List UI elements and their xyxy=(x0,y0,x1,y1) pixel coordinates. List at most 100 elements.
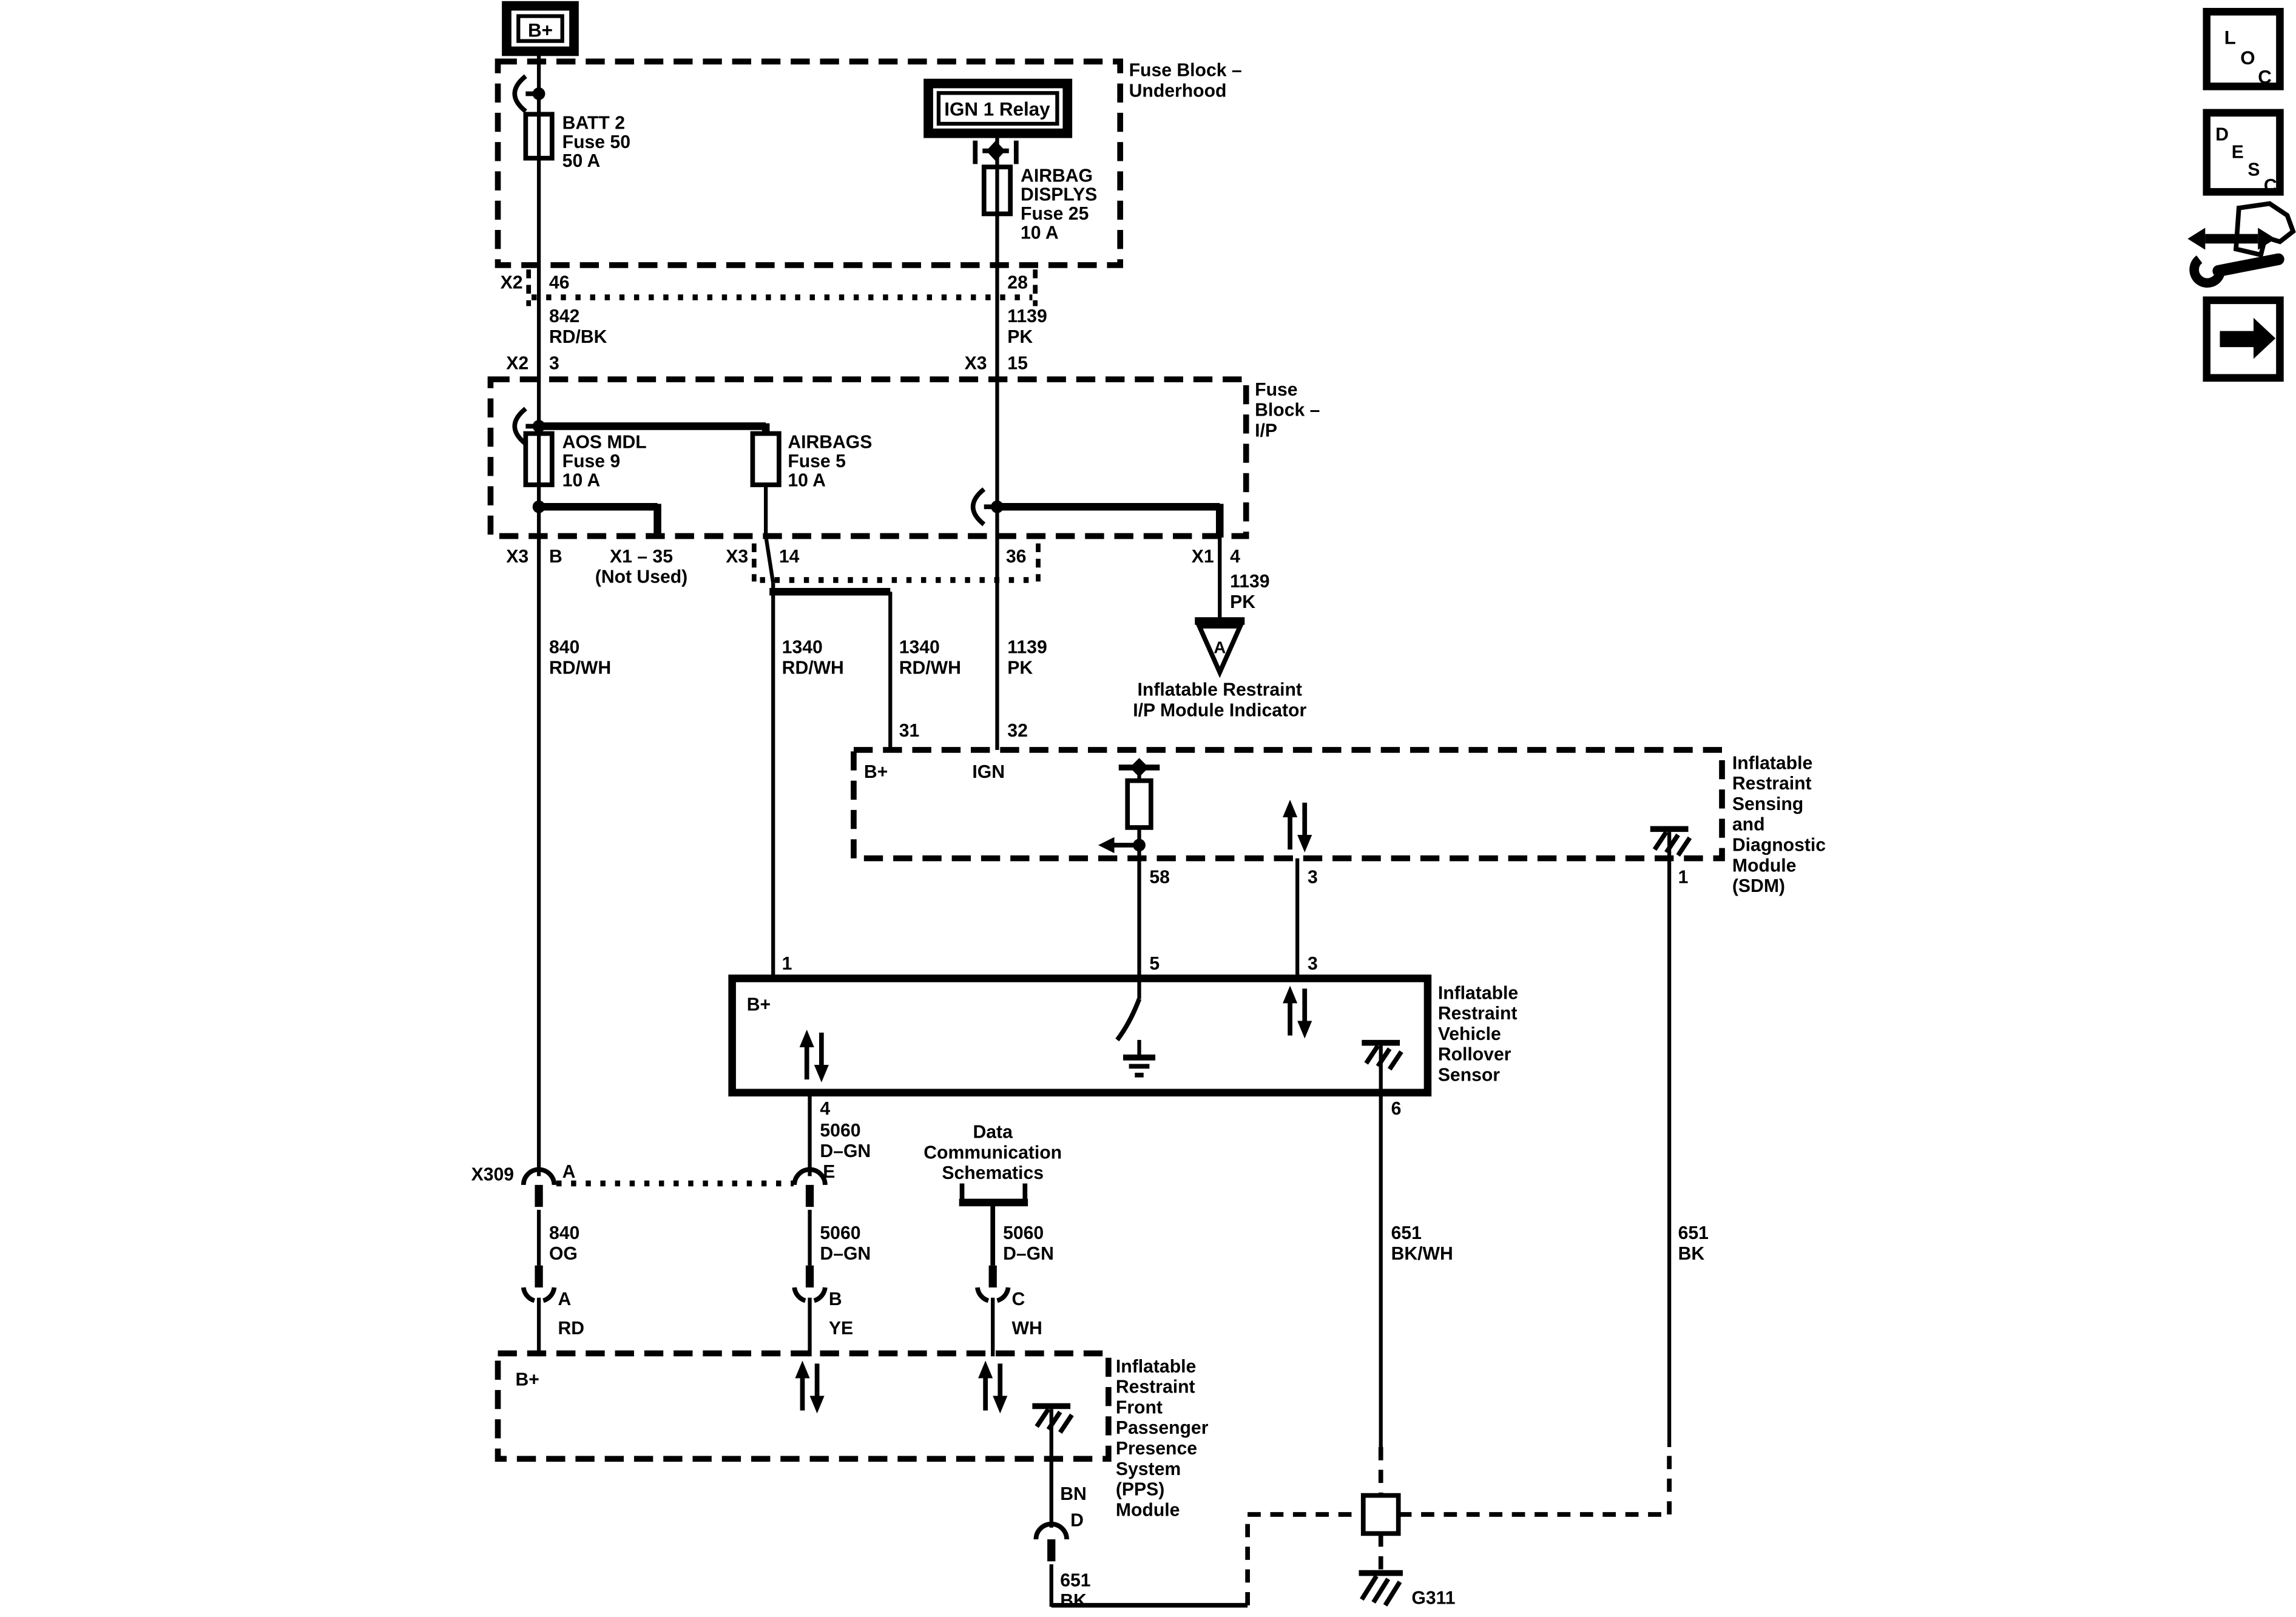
pps-title-5: Presence xyxy=(1116,1439,1197,1459)
loc-letter-c: C xyxy=(2258,67,2272,88)
data-communication-ref: Data Communication Schematics 5060 D–GN … xyxy=(923,1122,1062,1357)
ground-junction-block xyxy=(1360,1493,1401,1536)
wire-840og-color: OG xyxy=(549,1244,578,1264)
wire-651bk-num: 651 xyxy=(1678,1223,1709,1243)
pin-x1-35-note: (Not Used) xyxy=(595,567,687,587)
wire-1139-mid-num: 1139 xyxy=(1007,638,1047,658)
fuse-airbag-amps: 10 A xyxy=(1021,223,1059,243)
pin-roll-5: 5 xyxy=(1149,954,1160,974)
fuse-aos-name: AOS MDL xyxy=(562,433,647,453)
inline-connector-icon xyxy=(794,1266,825,1301)
wire-1340b-color: RD/WH xyxy=(899,658,961,678)
fuse-airbags-name: AIRBAGS xyxy=(788,433,872,453)
updown-arrows-icon xyxy=(1283,986,1312,1039)
rollover-title-2: Restraint xyxy=(1438,1004,1518,1024)
pin-32: 32 xyxy=(1007,721,1028,741)
pin-b-conn: B xyxy=(829,1289,842,1309)
pin-28: 28 xyxy=(1007,273,1028,293)
rollover-title-4: Rollover xyxy=(1438,1045,1511,1065)
x309-connector: X309 A 840 OG A RD xyxy=(471,1162,794,1357)
pin-x3-15: X3 xyxy=(965,353,987,373)
pin-x1-4: X1 xyxy=(1192,547,1214,567)
pps-title-2: Restraint xyxy=(1116,1377,1195,1397)
ground-distribution: G311 xyxy=(1051,1447,1672,1608)
inline-connector-icon xyxy=(1036,1524,1067,1562)
fuse-airbag-displys: AIRBAG DISPLYS Fuse 25 10 A xyxy=(981,164,1097,243)
wire-651bk-color: BK xyxy=(1678,1244,1705,1264)
rollover-title-3: Vehicle xyxy=(1438,1024,1501,1044)
pin-roll-3: 3 xyxy=(1308,954,1318,974)
wire-1340b-num: 1340 xyxy=(899,638,940,658)
pps-title-7: (PPS) xyxy=(1116,1480,1164,1500)
fuse-airbags: AIRBAGS Fuse 5 10 A xyxy=(750,431,872,490)
pin-x3-14: X3 xyxy=(726,547,748,567)
fuse-airbags-amps: 10 A xyxy=(788,470,826,490)
inline-connector-icon xyxy=(524,1266,555,1301)
wire-5060b-num: 5060 xyxy=(820,1223,860,1243)
next-page-button[interactable] xyxy=(2203,296,2284,382)
pps-module: B+ Inflatable Restraint Front Passenger … xyxy=(495,1350,1209,1611)
inline-connector-icon xyxy=(977,1266,1008,1301)
diagnostic-tools-button[interactable] xyxy=(2187,201,2296,288)
loc-button[interactable]: L O C xyxy=(2203,8,2284,90)
sdm-ign-label: IGN xyxy=(972,762,1005,782)
pin-sdm-1: 1 xyxy=(1678,868,1689,888)
wire-651bkwh-num: 651 xyxy=(1391,1223,1422,1243)
wire-rd-color: RD xyxy=(558,1318,584,1338)
desc-button[interactable]: D E S C xyxy=(2203,109,2284,196)
wire-842-color: RD/BK xyxy=(549,327,607,347)
pin-roll-1: 1 xyxy=(782,954,792,974)
b-plus-terminal: B+ xyxy=(502,1,579,56)
sdm-title-5: Diagnostic xyxy=(1732,836,1826,856)
mid-wires: 840 RD/WH 1340 RD/WH 1340 RD/WH 1139 PK … xyxy=(549,536,1306,979)
wire-1139-mid-color: PK xyxy=(1007,658,1033,678)
tap-hook-icon xyxy=(973,489,984,524)
updown-arrows-icon xyxy=(795,1361,824,1414)
wire-5060e-num: 5060 xyxy=(820,1121,860,1141)
pin-d: D xyxy=(1070,1510,1084,1530)
indicator-label-line2: I/P Module Indicator xyxy=(1133,700,1306,720)
pin-15: 15 xyxy=(1007,353,1028,373)
ip-title-line3: I/P xyxy=(1255,420,1277,441)
fuse-aos-mdl: AOS MDL Fuse 9 10 A xyxy=(523,431,647,490)
nav-rail: L O C D E S C xyxy=(2187,8,2296,382)
pin-x3-b: X3 xyxy=(506,547,528,567)
pin-x2-top: X2 xyxy=(501,273,523,293)
pin-14: 14 xyxy=(779,547,800,567)
wire-651bk-bot-color: BK xyxy=(1060,1591,1087,1611)
ground-wires: 651 BK/WH 651 BK xyxy=(1391,1223,1709,1264)
wire-651bk-bot-num: 651 xyxy=(1060,1570,1090,1590)
pin-c-conn: C xyxy=(1012,1289,1025,1309)
updown-arrows-icon xyxy=(978,1361,1007,1414)
wire-840og-num: 840 xyxy=(549,1223,579,1243)
x309-label: X309 xyxy=(471,1165,514,1185)
pin-31: 31 xyxy=(899,721,920,741)
connector-row-underhood: X2 46 28 842 RD/BK 1139 PK X2 3 X3 15 xyxy=(501,269,1047,373)
wire-wh-color: WH xyxy=(1012,1318,1042,1338)
offpage-bracket-icon xyxy=(959,1183,1028,1207)
updown-arrows-icon xyxy=(1283,800,1312,852)
sdm-title-2: Restraint xyxy=(1732,774,1812,794)
wire-842-num: 842 xyxy=(549,306,579,326)
pin-4-ip: 4 xyxy=(1230,547,1240,567)
sdm-resistor-icon xyxy=(1098,758,1160,979)
fuse-batt2-num: Fuse 50 xyxy=(562,132,630,152)
sdm-title-4: and xyxy=(1732,815,1765,835)
fuse-airbags-num: Fuse 5 xyxy=(788,451,846,471)
pin-a-top: A xyxy=(562,1162,576,1182)
g311-label: G311 xyxy=(1411,1588,1455,1608)
rollover-title-1: Inflatable xyxy=(1438,983,1518,1003)
datacomm-line3: Schematics xyxy=(942,1163,1044,1183)
pointer-outline-icon xyxy=(2233,201,2296,258)
underhood-title-line1: Fuse Block – xyxy=(1129,61,1242,81)
right-arrow-icon xyxy=(2220,331,2254,348)
pin-b: B xyxy=(549,547,562,567)
wire-1139-ind-num: 1139 xyxy=(1230,572,1269,592)
pin-58: 58 xyxy=(1149,868,1170,888)
ip-title-line2: Block – xyxy=(1255,400,1320,420)
fuse-airbag-name1: AIRBAG xyxy=(1021,166,1093,186)
pin-x2-bot: X2 xyxy=(506,353,528,373)
pin-sdm-3: 3 xyxy=(1308,868,1318,888)
fuse-block-ip: Fuse Block – I/P AOS MDL Fuse 9 10 A AIR… xyxy=(487,376,1320,539)
